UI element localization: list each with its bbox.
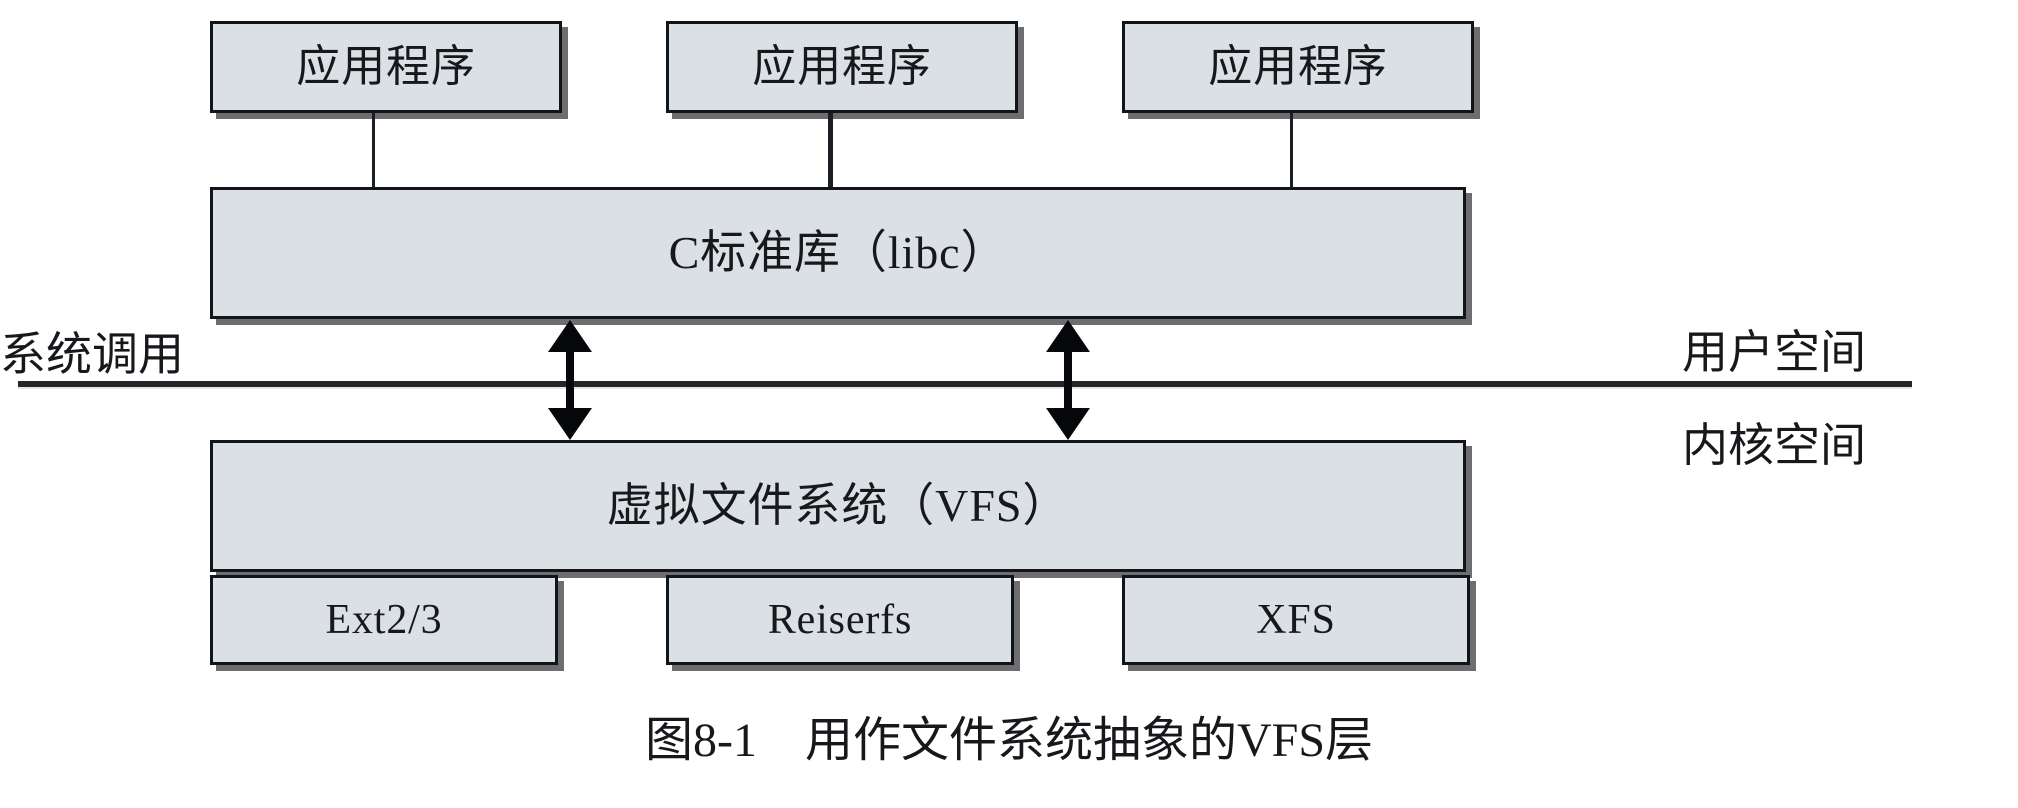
vfs-layer-label: 虚拟文件系统（VFS） bbox=[606, 480, 1070, 531]
syscall-arrow-left-icon bbox=[542, 320, 598, 440]
filesystem-box-reiserfs-label: Reiserfs bbox=[767, 597, 913, 643]
filesystem-box-xfs: XFS bbox=[1122, 575, 1470, 665]
syscall-arrow-right-icon bbox=[1040, 320, 1096, 440]
application-box-3-label: 应用程序 bbox=[1208, 42, 1388, 91]
system-call-label: 系统调用 bbox=[0, 329, 184, 380]
arrow-head-down-icon bbox=[1046, 408, 1090, 440]
user-kernel-divider-line bbox=[18, 381, 1912, 389]
application-box-2-label: 应用程序 bbox=[752, 42, 932, 91]
filesystem-box-ext23: Ext2/3 bbox=[210, 575, 558, 665]
libc-layer-label: C标准库（libc） bbox=[668, 227, 1008, 278]
arrow-shaft bbox=[1064, 346, 1072, 414]
arrow-head-down-icon bbox=[548, 408, 592, 440]
vfs-layer-box: 虚拟文件系统（VFS） bbox=[210, 440, 1466, 572]
filesystem-box-reiserfs: Reiserfs bbox=[666, 575, 1014, 665]
connector-line-app3-to-libc bbox=[1290, 113, 1293, 189]
filesystem-box-ext23-label: Ext2/3 bbox=[325, 597, 443, 643]
application-box-1: 应用程序 bbox=[210, 21, 562, 113]
filesystem-box-xfs-label: XFS bbox=[1256, 597, 1336, 643]
application-box-2: 应用程序 bbox=[666, 21, 1018, 113]
connector-line-app2-to-libc bbox=[828, 113, 833, 189]
arrow-shaft bbox=[566, 346, 574, 414]
application-box-1-label: 应用程序 bbox=[296, 42, 476, 91]
kernel-space-label: 内核空间 bbox=[1682, 420, 1866, 471]
figure-caption: 图8-1 用作文件系统抽象的VFS层 bbox=[644, 714, 1374, 767]
application-box-3: 应用程序 bbox=[1122, 21, 1474, 113]
connector-line-app1-to-libc bbox=[372, 113, 375, 189]
user-space-label: 用户空间 bbox=[1682, 327, 1866, 378]
libc-layer-box: C标准库（libc） bbox=[210, 187, 1466, 319]
